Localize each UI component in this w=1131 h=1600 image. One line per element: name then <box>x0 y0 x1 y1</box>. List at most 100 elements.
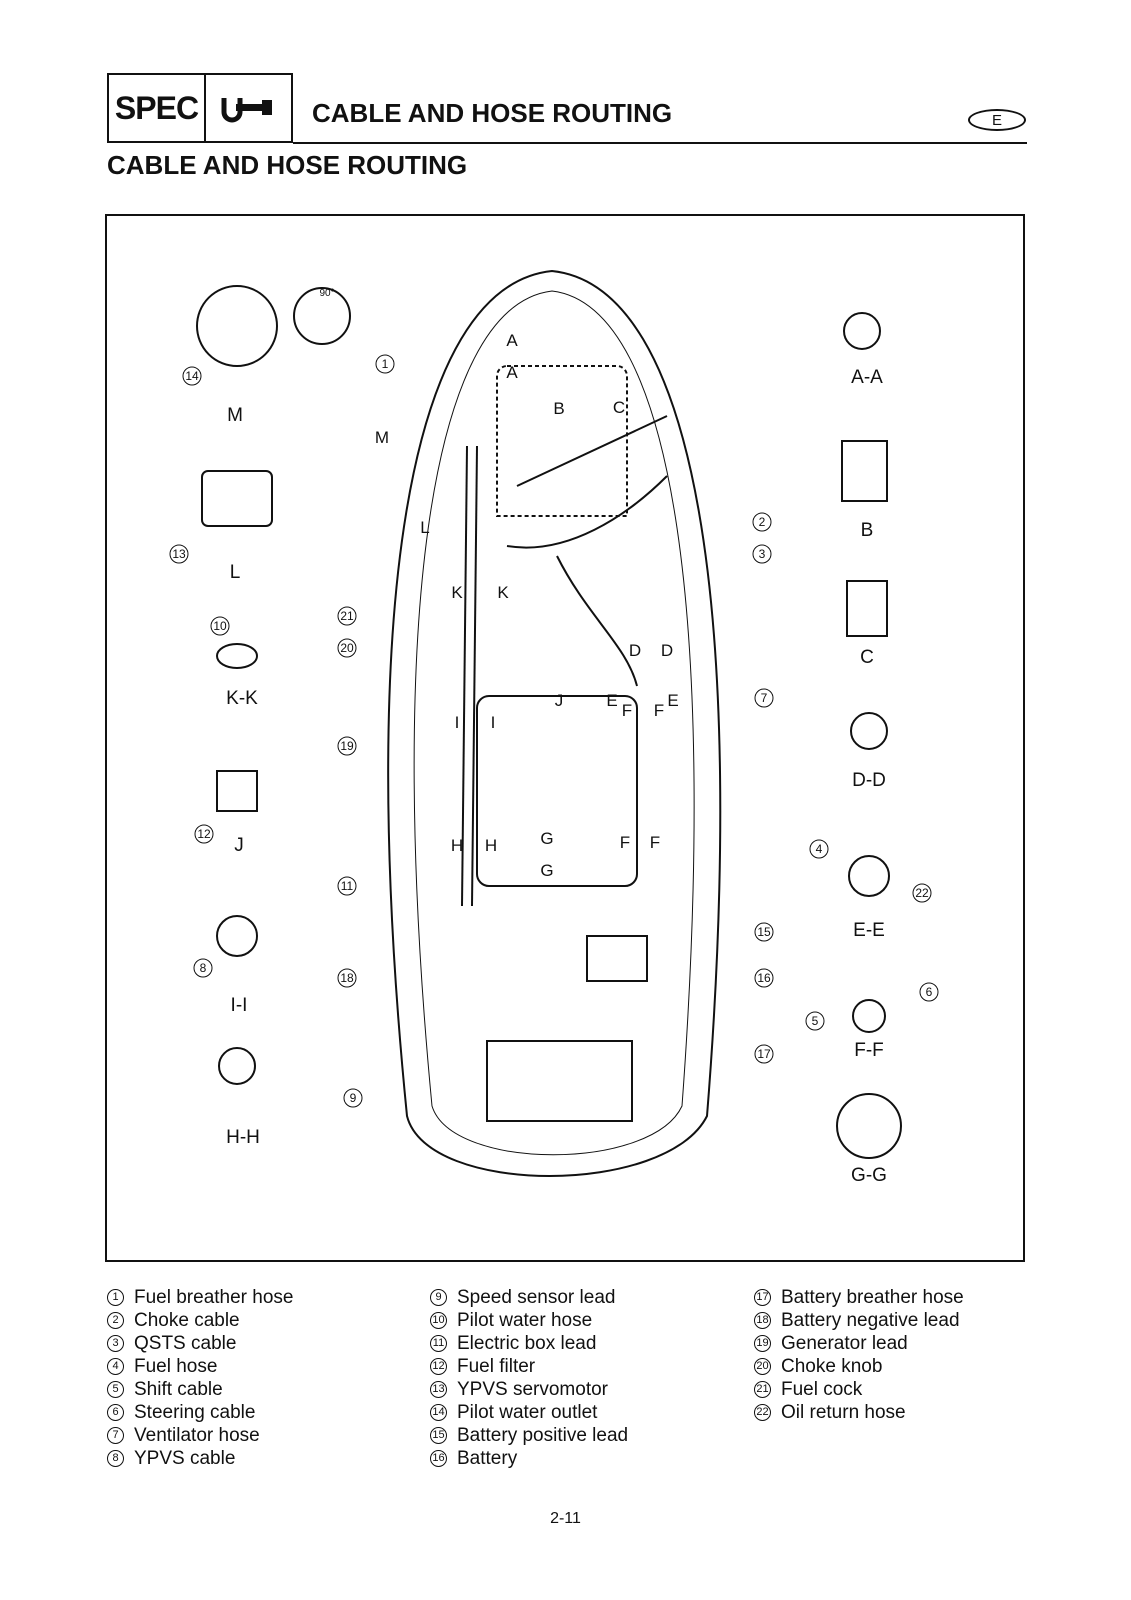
section-label: I-I <box>231 995 248 1016</box>
callout-circle <box>337 606 357 626</box>
callout-circle <box>343 1088 363 1108</box>
detail-m <box>196 285 278 367</box>
callout-circle <box>912 883 932 903</box>
callout: 14 <box>185 369 199 383</box>
detail-dd <box>850 712 888 750</box>
callout: 19 <box>340 739 354 753</box>
section-marker: K <box>497 583 509 602</box>
section-label: F-F <box>854 1040 884 1061</box>
callout: 6 <box>926 985 933 999</box>
cable-run-left <box>461 445 468 907</box>
callout: 16 <box>757 971 771 985</box>
section-marker: H <box>451 836 463 855</box>
engine-block <box>476 695 638 887</box>
detail-kk <box>216 643 258 669</box>
spec-label: SPEC <box>109 75 206 141</box>
callout-circle <box>752 544 772 564</box>
language-badge: E <box>968 109 1026 131</box>
routing-diagram-svg: M L K-K J I-I H-H A-A B C D-D E-E F-F G-… <box>169 269 939 1186</box>
section-marker: F <box>620 833 630 852</box>
detail-j <box>216 770 258 812</box>
callout-circle <box>337 638 357 658</box>
section-marker: D <box>629 641 641 660</box>
cable-run-right <box>506 475 668 549</box>
callout-circle <box>754 688 774 708</box>
callout-circle <box>337 736 357 756</box>
section-marker: G <box>540 861 553 880</box>
detail-b <box>841 440 888 502</box>
section-marker: E <box>606 691 617 710</box>
section-marker: F <box>650 833 660 852</box>
section-marker: A <box>506 363 518 382</box>
callout: 12 <box>197 827 211 841</box>
callout-circle <box>752 512 772 532</box>
section-marker: F <box>654 701 664 720</box>
header-rule <box>293 142 1027 144</box>
callout: 21 <box>340 609 354 623</box>
detail-ee <box>848 855 890 897</box>
callout: 22 <box>915 886 929 900</box>
fuel-tank <box>496 365 628 517</box>
detail-angle <box>293 287 351 345</box>
section-marker: B <box>553 399 564 418</box>
battery-box <box>586 935 648 982</box>
callout: 2 <box>759 515 766 529</box>
section-marker: G <box>540 829 553 848</box>
detail-gg <box>836 1093 902 1159</box>
section-label: E-E <box>853 920 885 941</box>
hose-run <box>556 555 638 687</box>
cable-run-cross <box>516 415 668 487</box>
hull-inner <box>413 290 695 1156</box>
callout: 20 <box>340 641 354 655</box>
cable-run-left2 <box>471 445 478 907</box>
callout: 1 <box>382 357 389 371</box>
callout-circle <box>754 1044 774 1064</box>
section-label: B <box>861 520 874 541</box>
section-marker: E <box>667 691 678 710</box>
detail-hh <box>218 1047 256 1085</box>
section-label: A-A <box>851 367 883 388</box>
section-marker: C <box>613 398 625 417</box>
callout: 17 <box>757 1047 771 1061</box>
detail-c <box>846 580 888 637</box>
section-marker: K <box>451 583 463 602</box>
callout: 15 <box>757 925 771 939</box>
callout-circle <box>809 839 829 859</box>
callout-circle <box>169 544 189 564</box>
angle-note: 90° <box>319 288 334 299</box>
callout-circle <box>919 982 939 1002</box>
callout-circle <box>754 968 774 988</box>
callout: 18 <box>340 971 354 985</box>
callout-circle <box>194 824 214 844</box>
detail-l <box>201 470 273 527</box>
section-label: J <box>234 835 244 856</box>
section-title: CABLE AND HOSE ROUTING <box>107 150 468 180</box>
section-marker: A <box>506 331 518 350</box>
section-marker: H <box>485 836 497 855</box>
section-label: L <box>230 562 241 583</box>
section-marker: L <box>420 518 429 537</box>
routing-diagram: M L K-K J I-I H-H A-A B C D-D E-E F-F G-… <box>105 214 1025 1262</box>
electric-box <box>486 1040 633 1122</box>
callout: 4 <box>816 842 823 856</box>
header-title: CABLE AND HOSE ROUTING <box>312 98 673 128</box>
callout: 9 <box>350 1091 357 1105</box>
callout: 11 <box>341 879 354 893</box>
section-label: M <box>227 405 243 426</box>
